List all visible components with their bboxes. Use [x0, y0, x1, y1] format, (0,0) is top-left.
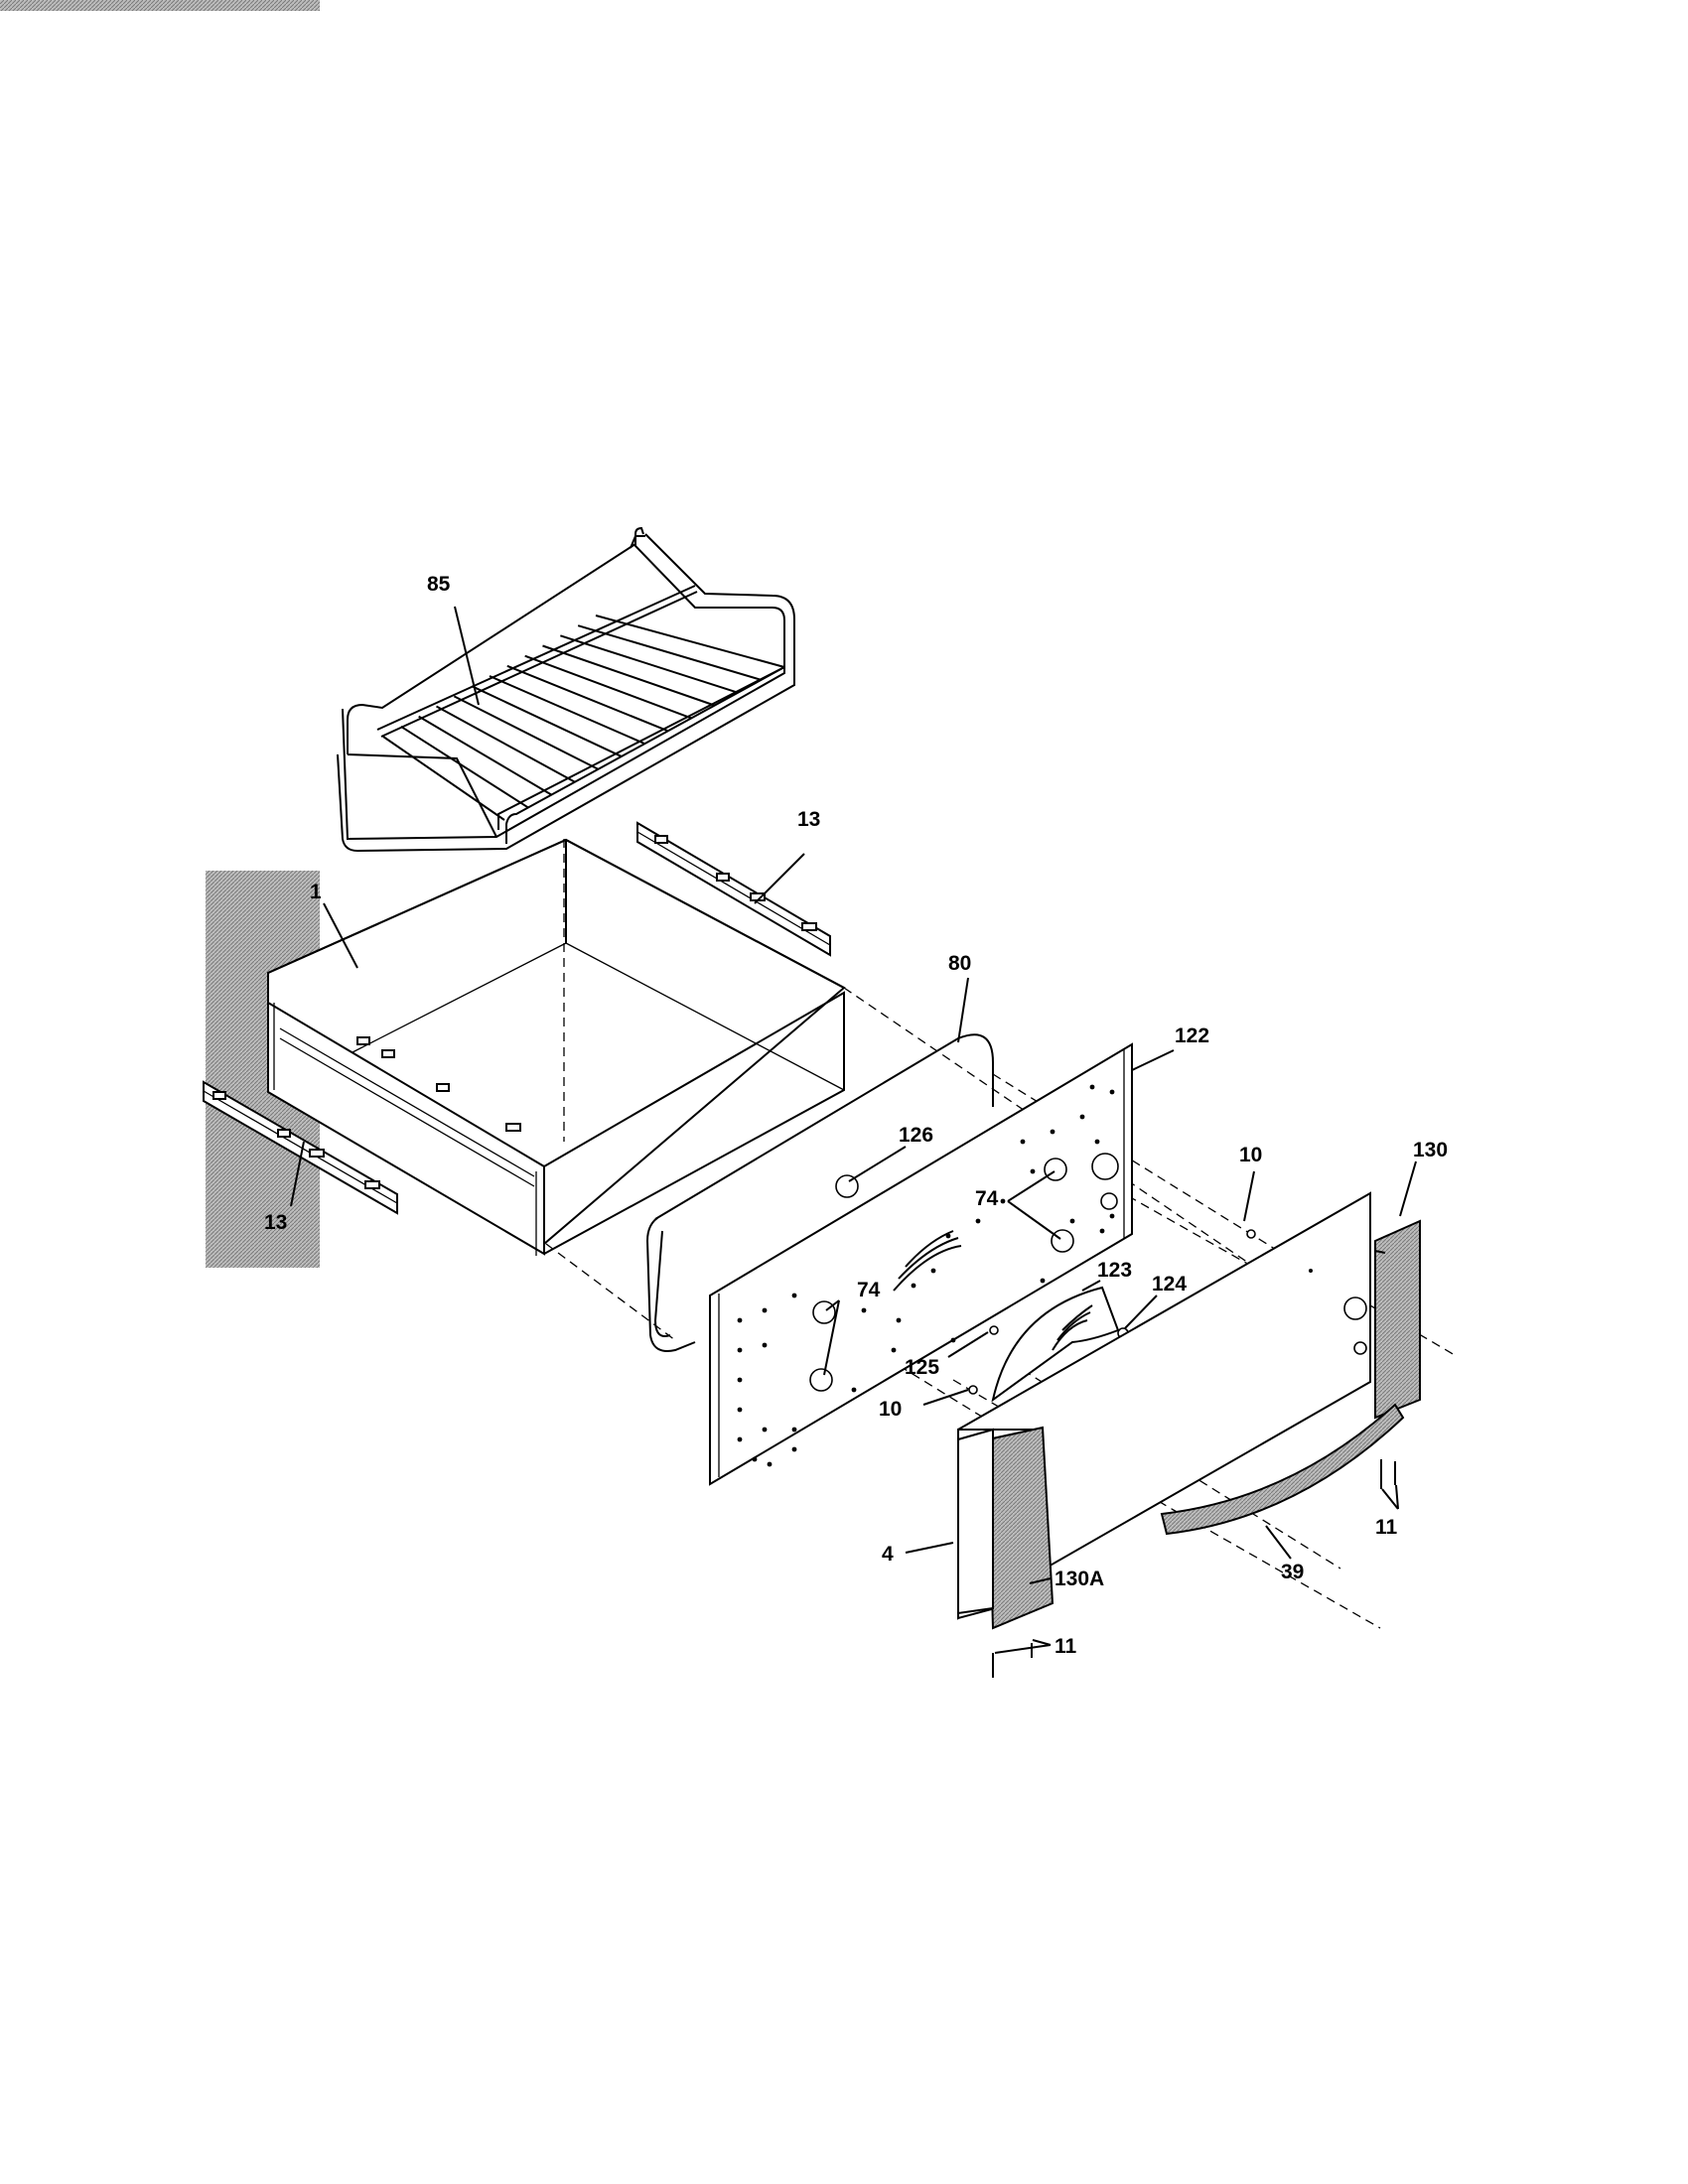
callout-11-right: 11	[1375, 1516, 1398, 1539]
callout-labels: 85 13 1 13 80 122 126 74 74 10 130 123 1…	[264, 573, 1448, 1658]
rack-bar	[560, 634, 739, 694]
panel-dot	[1094, 1139, 1100, 1145]
panel-dot	[1109, 1213, 1115, 1219]
callout-125: 125	[905, 1356, 939, 1379]
rack-bar	[542, 644, 715, 707]
screws-11	[992, 1459, 1396, 1678]
panel-dot	[930, 1268, 936, 1274]
callout-130a: 130A	[1055, 1568, 1104, 1590]
panel-dot	[791, 1446, 797, 1452]
panel-dot	[762, 1342, 768, 1348]
panel-dot	[1040, 1278, 1046, 1284]
panel-dot	[1030, 1168, 1036, 1174]
rack-bar	[506, 664, 668, 733]
panel-dot	[1050, 1129, 1055, 1135]
panel-dot	[1020, 1139, 1026, 1145]
panel-dot	[911, 1283, 916, 1289]
rack-bar	[524, 654, 692, 720]
panel-dot	[950, 1337, 956, 1343]
callout-13-upper: 13	[797, 808, 820, 831]
callout-126: 126	[899, 1124, 933, 1147]
end-cap-right	[1374, 1219, 1421, 1420]
panel-dot	[791, 1427, 797, 1433]
callout-130: 130	[1413, 1139, 1448, 1161]
callout-10-upper: 10	[1239, 1144, 1262, 1166]
drawer-slide-lower	[203, 1080, 398, 1215]
panel-dot	[975, 1218, 981, 1224]
panel-dot	[1000, 1198, 1006, 1204]
callout-122: 122	[1175, 1024, 1209, 1047]
panel-dot	[737, 1377, 743, 1383]
panel-dot	[767, 1461, 773, 1467]
callout-4: 4	[882, 1543, 894, 1566]
insulation-panel	[957, 1428, 994, 1615]
callout-74-upper: 74	[975, 1187, 999, 1210]
panel-dot	[1089, 1084, 1095, 1090]
scan-artifact-bar	[0, 0, 320, 11]
panel-dot	[1109, 1089, 1115, 1095]
panel-dot	[737, 1347, 743, 1353]
panel-dot	[737, 1436, 743, 1442]
end-cap-left	[986, 1426, 1055, 1630]
panel-dot	[851, 1387, 857, 1393]
callout-80: 80	[948, 952, 971, 975]
panel-dot	[891, 1347, 897, 1353]
rack-bar	[489, 675, 645, 745]
rack-bar	[436, 705, 575, 783]
panel-dot	[791, 1293, 797, 1298]
rack-bar	[453, 695, 599, 770]
panel-dot	[861, 1307, 867, 1313]
panel-dot	[762, 1427, 768, 1433]
leader-lines	[290, 606, 1417, 1654]
callout-13-lower: 13	[264, 1211, 287, 1234]
rack-bar	[577, 624, 762, 681]
callout-10-lower: 10	[879, 1398, 902, 1421]
callout-1: 1	[310, 881, 322, 903]
rack-bar	[382, 736, 505, 821]
panel-dot	[896, 1317, 902, 1323]
panel-dot	[737, 1407, 743, 1413]
rack-bar	[418, 715, 552, 796]
callout-39: 39	[1281, 1561, 1304, 1583]
callout-124: 124	[1152, 1273, 1187, 1296]
panel-dot	[762, 1307, 768, 1313]
callout-74-lower: 74	[857, 1279, 881, 1301]
panel-dot	[737, 1317, 743, 1323]
panel-dot	[1079, 1114, 1085, 1120]
rack-bar	[595, 614, 785, 668]
wire-rack	[337, 526, 795, 853]
callout-11-left: 11	[1055, 1635, 1077, 1658]
callout-123: 123	[1097, 1259, 1132, 1282]
rack-bar	[471, 685, 622, 757]
panel-dot	[1069, 1218, 1075, 1224]
drawer-body	[267, 838, 846, 1256]
callout-85: 85	[427, 573, 451, 596]
rack-bar	[400, 725, 529, 809]
door-handle	[1160, 1403, 1405, 1536]
emblem-plate	[991, 1286, 1120, 1403]
panel-dot	[752, 1456, 758, 1462]
panel-dot	[1099, 1228, 1105, 1234]
